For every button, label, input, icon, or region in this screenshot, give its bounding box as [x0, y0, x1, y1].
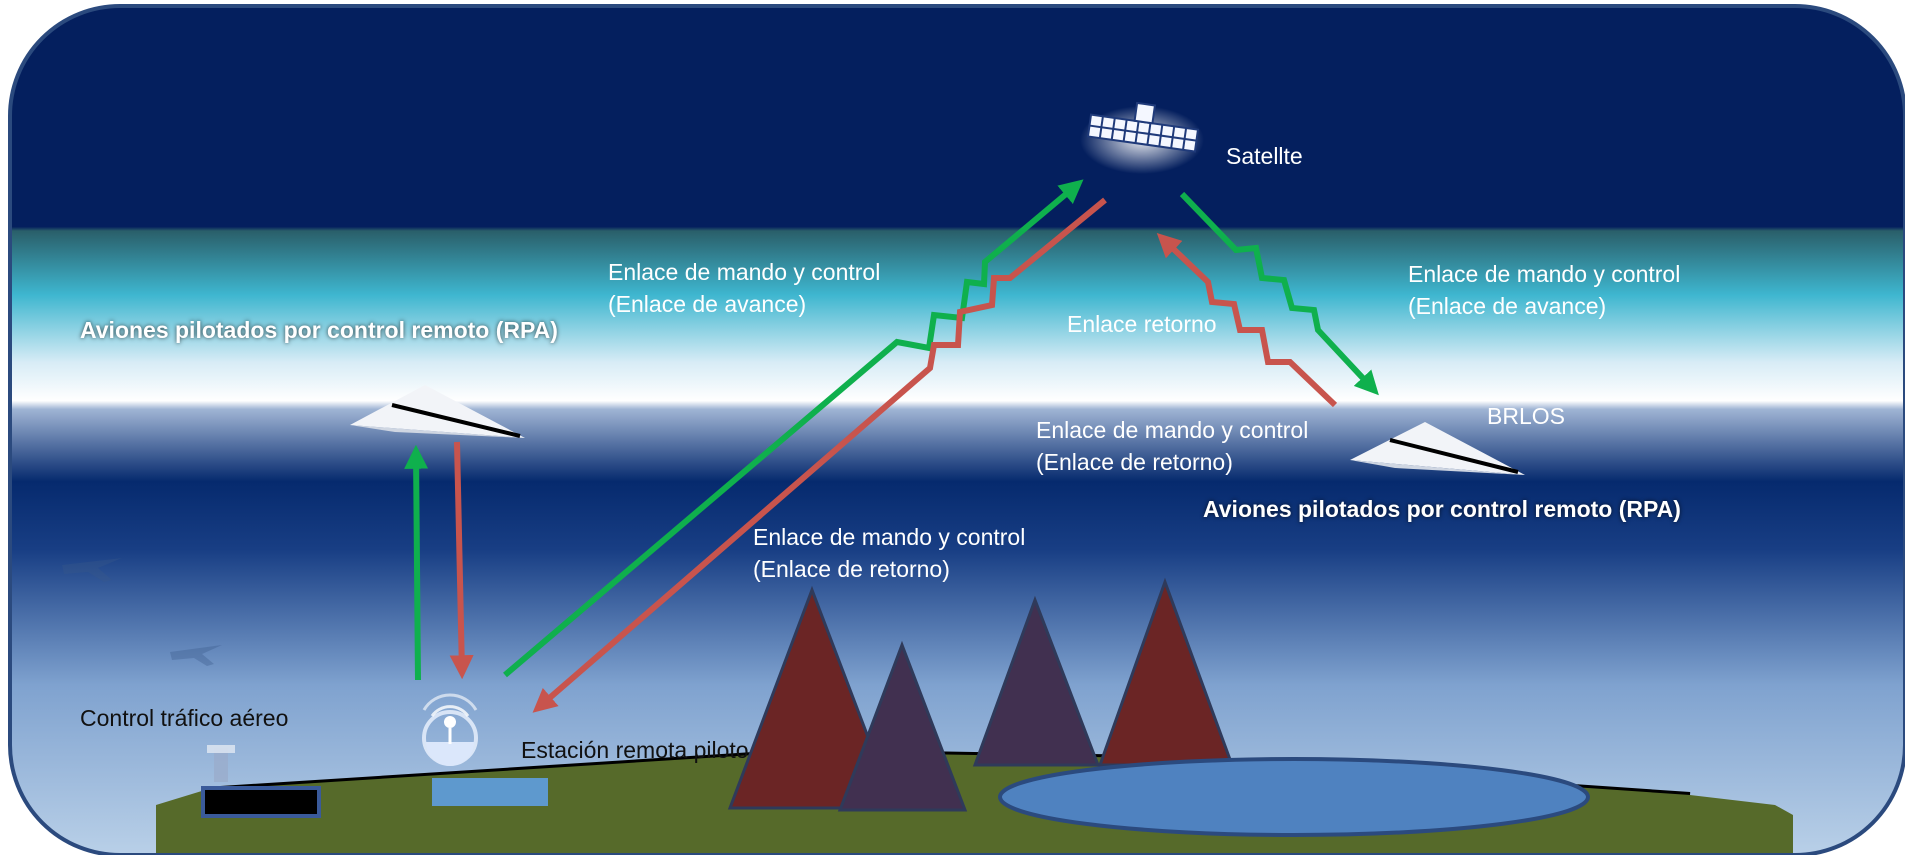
satellite-label: Satellte — [1226, 143, 1303, 169]
forward-link-label-left-line2: (Enlace de avance) — [608, 291, 807, 317]
return-link-label-right: Enlace de mando y control (Enlace de ret… — [1036, 414, 1308, 478]
antenna-station-icon — [422, 693, 548, 806]
return-link-label-mid-line2: (Enlace de retorno) — [753, 556, 950, 582]
paper-plane-aircraft-icon — [350, 385, 525, 438]
brlos-label: BRLOS — [1487, 403, 1565, 429]
background-airplane-icon — [62, 558, 222, 666]
return-link-label-right-line2: (Enlace de retorno) — [1036, 449, 1233, 475]
return-link-short-label: Enlace retorno — [1067, 311, 1217, 337]
satellite-icon — [1080, 101, 1204, 174]
forward-link-label-right-line2: (Enlace de avance) — [1408, 293, 1607, 319]
forward-link-station-to-rpa — [404, 444, 429, 681]
paper-plane-aircraft-icon — [1350, 422, 1525, 475]
frame-border — [8, 4, 1905, 855]
mountains — [727, 577, 1235, 812]
forward-link-label-left-line1: Enlace de mando y control — [608, 259, 881, 285]
forward-link-label-right-line1: Enlace de mando y control — [1408, 261, 1681, 287]
forward-link-satellite-to-rpa — [1179, 191, 1379, 396]
return-link-rpa-to-satellite — [1156, 233, 1338, 408]
return-link-label-mid-line1: Enlace de mando y control — [753, 524, 1026, 550]
forward-link-label-right: Enlace de mando y control (Enlace de ava… — [1408, 258, 1680, 322]
atc-label: Control tráfico aéreo — [80, 705, 289, 731]
sky-background — [10, 6, 1905, 855]
remote-pilot-station-label: Estación remota piloto — [521, 737, 749, 763]
rpa-label-left: Aviones pilotados por control remoto (RP… — [80, 317, 558, 343]
return-link-label-mid: Enlace de mando y control (Enlace de ret… — [753, 521, 1025, 585]
control-tower-icon — [201, 745, 321, 818]
return-link-arrows — [449, 197, 1338, 713]
rpa-label-right: Aviones pilotados por control remoto (RP… — [1203, 496, 1681, 522]
return-link-rpa-to-station — [449, 441, 474, 680]
return-link-satellite-to-station — [532, 197, 1107, 713]
lake — [998, 757, 1590, 837]
return-link-label-right-line1: Enlace de mando y control — [1036, 417, 1309, 443]
forward-link-label-left: Enlace de mando y control (Enlace de ava… — [608, 256, 880, 320]
